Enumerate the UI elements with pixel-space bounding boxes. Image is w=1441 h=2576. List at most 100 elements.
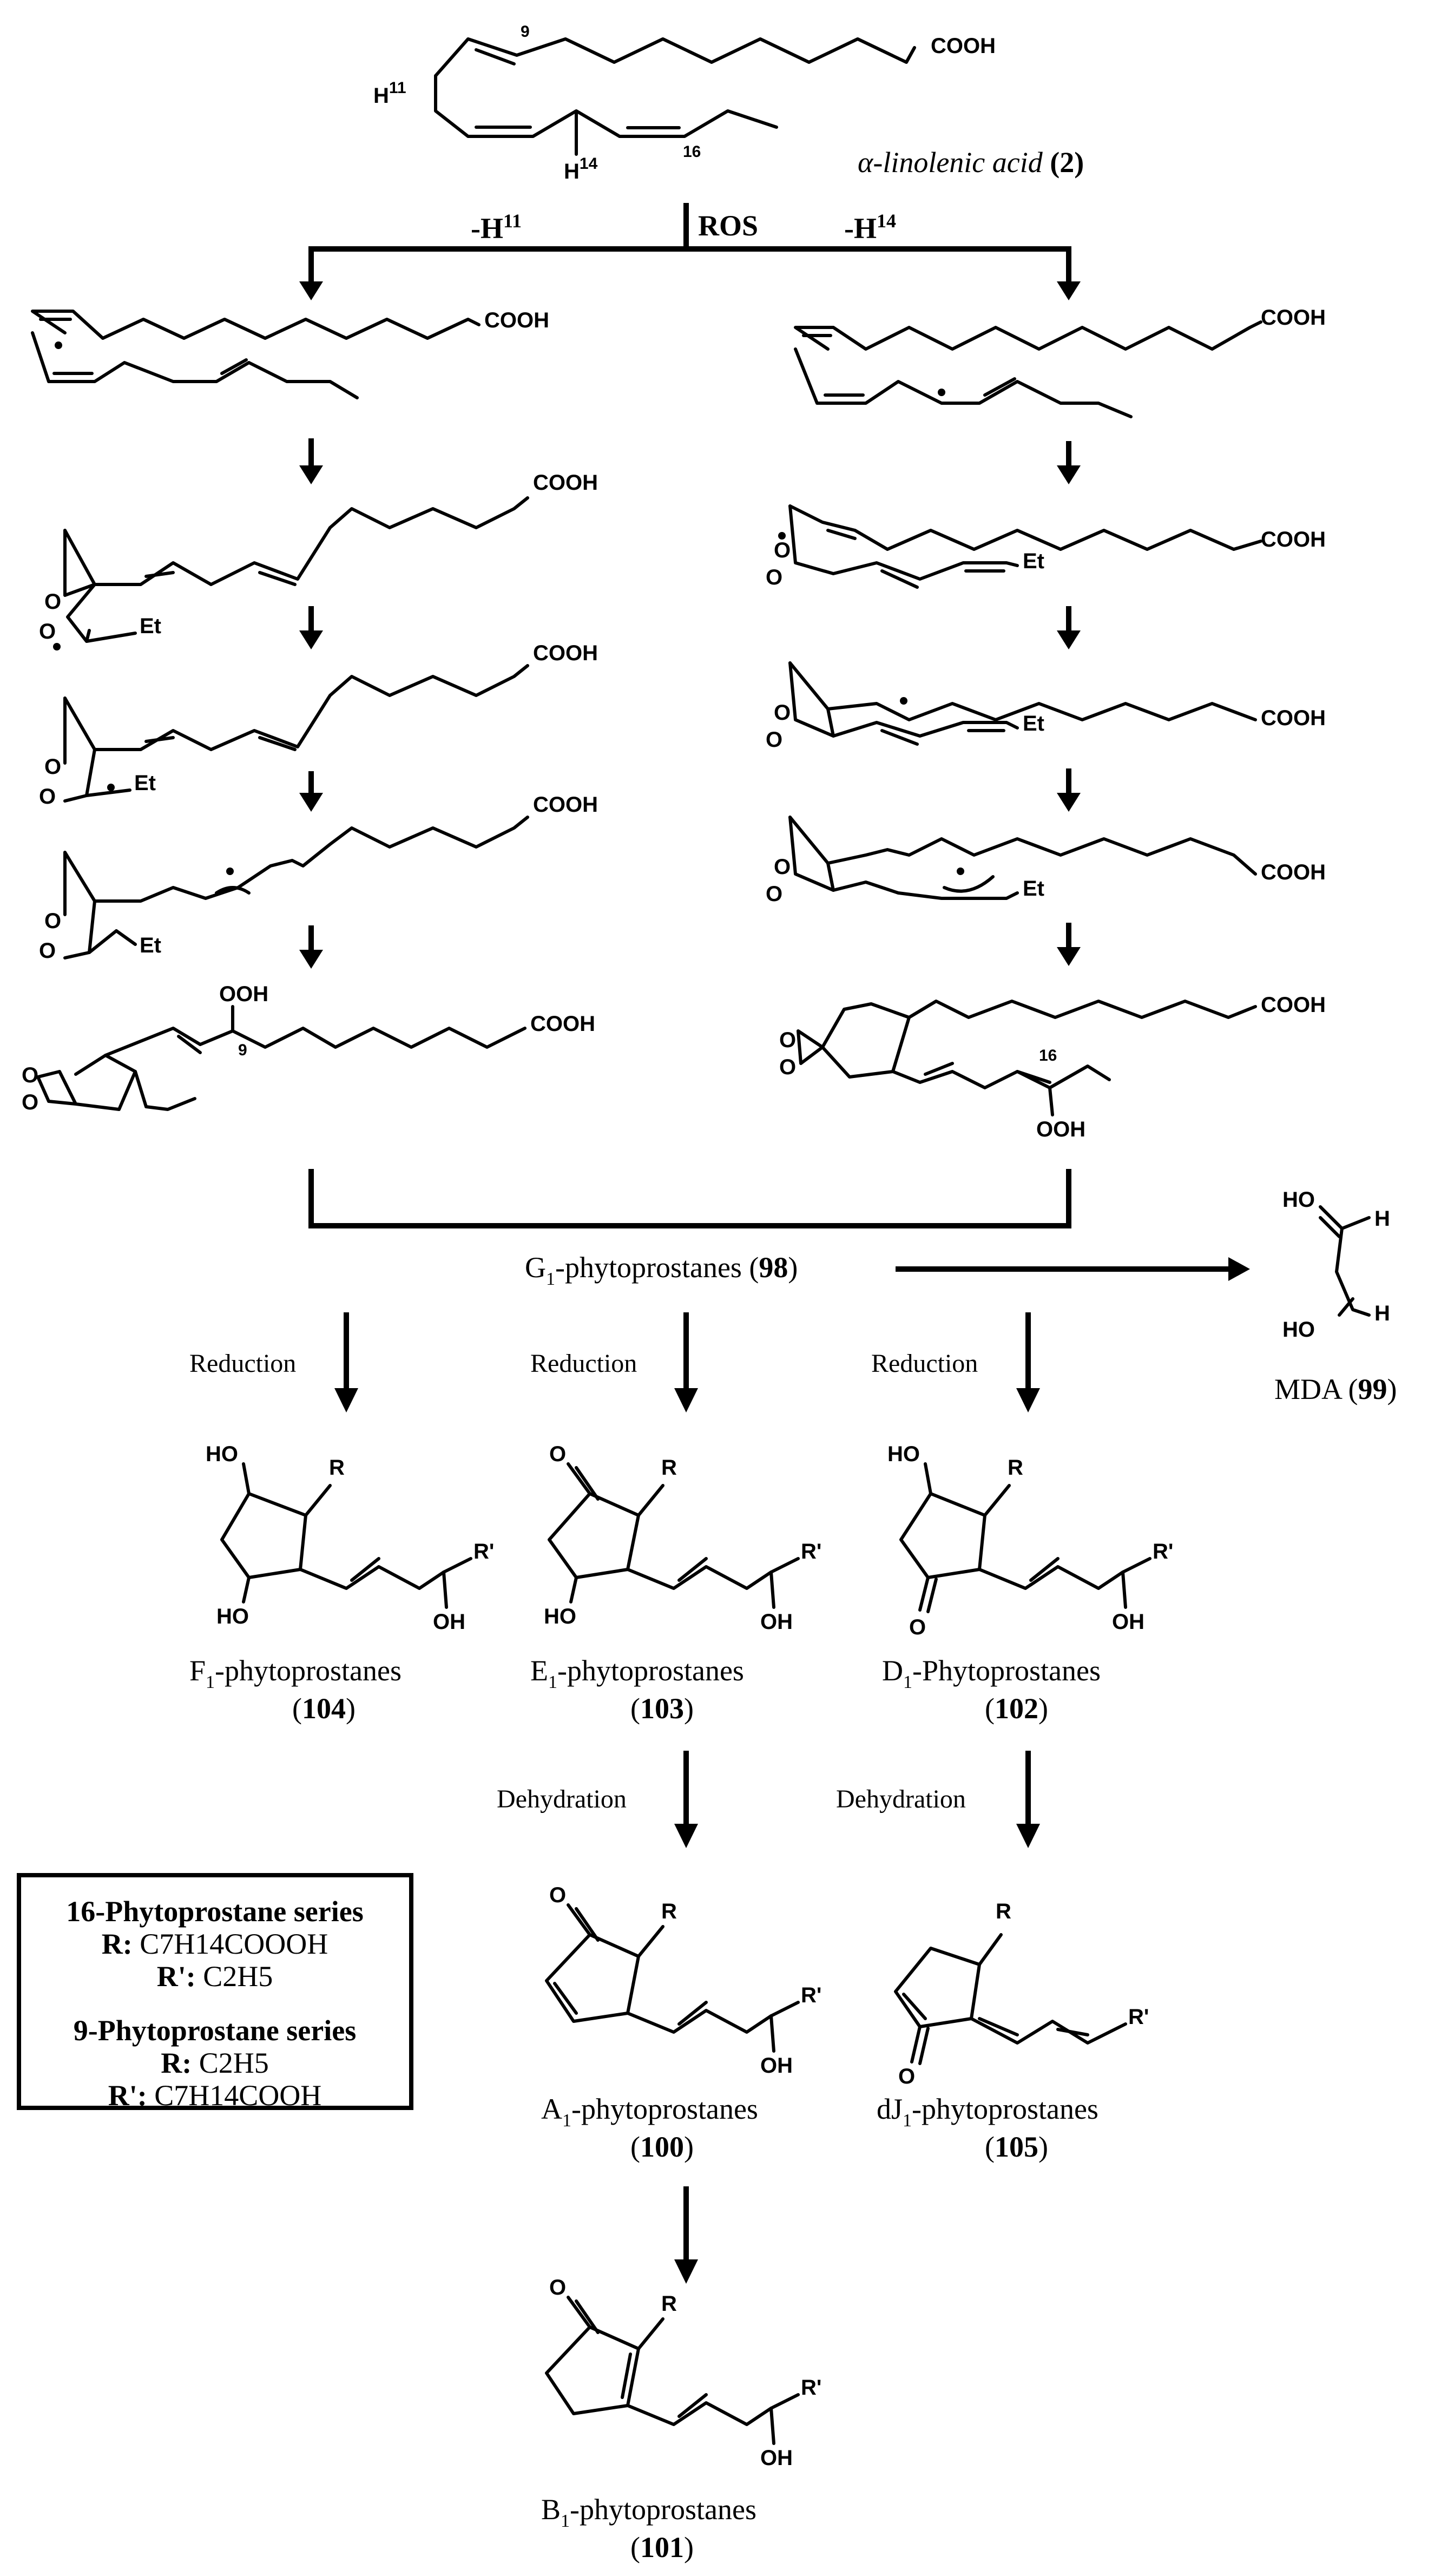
oh-label: OH [760, 1610, 793, 1634]
right-peroxyl-radical: COOH Et O O [766, 504, 1326, 589]
r-label: R [996, 1900, 1011, 1923]
r-label: R [661, 1900, 677, 1923]
a1-label: A1-phytoprostanes [541, 2093, 758, 2131]
r-prime-label: R' [1153, 1540, 1173, 1563]
reduction-label: Reduction [189, 1349, 296, 1378]
alpha-linolenic-acid-structure: COOH H11 H14 9 16 α-linolenic acid (2) [373, 23, 1084, 183]
et-label: Et [134, 771, 156, 795]
oxygen-label: O [549, 1442, 566, 1466]
oxygen-label: O [774, 538, 791, 562]
oh-label: OH [433, 1610, 465, 1634]
minus-h14-label: -H14 [844, 210, 896, 245]
b1-label: B1-phytoprostanes [541, 2493, 756, 2531]
ho-label: HO [206, 1442, 238, 1466]
ooh-label: OOH [219, 982, 268, 1006]
right-radical-1: COOH [794, 306, 1326, 418]
cooh-label: COOH [530, 1012, 595, 1036]
a1-phytoprostane-structure: O R R' OH [545, 1883, 821, 2078]
b1-number: (101) [630, 2531, 694, 2564]
dj1-number: (105) [985, 2131, 1048, 2163]
ooh-label: OOH [1036, 1118, 1085, 1141]
h11-label: H11 [373, 79, 406, 108]
et-label: Et [140, 934, 161, 957]
cooh-label: COOH [533, 641, 598, 665]
c16-label: 16 [1039, 1047, 1057, 1064]
oxygen-label: O [44, 755, 61, 779]
reduction-label: Reduction [871, 1349, 978, 1378]
oh-label: OH [760, 2054, 793, 2078]
oxygen-label: O [779, 1055, 796, 1079]
right-g1-hydroperoxide: 16 OOH COOH O O [779, 993, 1326, 1141]
oxygen-label: O [909, 1615, 926, 1639]
series9-r: R: C2H5 [161, 2047, 269, 2079]
oxygen-label: O [549, 2276, 566, 2299]
oxygen-label: O [898, 2065, 915, 2088]
dj1-label: dJ1-phytoprostanes [877, 2093, 1098, 2131]
mda-label: MDA (99) [1274, 1373, 1397, 1405]
e1-phytoprostane-structure: O HO R R' OH [544, 1442, 821, 1634]
right-cyclization-1: COOH Et O O [766, 661, 1326, 752]
d1-number: (102) [985, 1692, 1048, 1725]
cooh-label: COOH [1261, 528, 1326, 551]
oxygen-label: O [774, 701, 791, 725]
e1-number: (103) [630, 1692, 694, 1725]
left-g1-hydroperoxide: OOH 9 COOH O O [22, 982, 595, 1114]
cooh-label: COOH [1261, 993, 1326, 1017]
oxygen-label: O [44, 909, 61, 933]
dehydration-label: Dehydration [497, 1785, 627, 1813]
b1-phytoprostane-structure: O R R' OH [545, 2276, 821, 2470]
r-prime-label: R' [801, 1540, 821, 1563]
left-radical-1: COOH [31, 308, 549, 399]
a1-number: (100) [630, 2131, 694, 2163]
f1-label: F1-phytoprostanes [189, 1654, 402, 1692]
dj1-phytoprostane-structure: O R R' [894, 1900, 1149, 2088]
r-label: R [329, 1456, 345, 1480]
oxygen-label: O [766, 728, 782, 752]
series9-r-prime: R': C7H14COOH [108, 2079, 322, 2112]
oxygen-label: O [39, 620, 56, 643]
cooh-label: COOH [1261, 860, 1326, 884]
reduction-label: Reduction [530, 1349, 637, 1378]
phytoprostane-series-legend: 16-Phytoprostane series R: C7H14COOOH R'… [17, 1873, 413, 2112]
e1-label: E1-phytoprostanes [530, 1654, 744, 1692]
r-prime-label: R' [473, 1540, 494, 1563]
r-label: R [661, 2292, 677, 2316]
cooh-label: COOH [533, 793, 598, 817]
right-cyclization-2: COOH Et O O [766, 816, 1326, 906]
h-label: H [1374, 1207, 1390, 1231]
series9-title: 9-Phytoprostane series [74, 2014, 356, 2047]
et-label: Et [1023, 549, 1044, 573]
d1-label: D1-Phytoprostanes [882, 1654, 1101, 1692]
oh-label: OH [1112, 1610, 1144, 1634]
cooh-label: COOH [533, 471, 598, 495]
ros-label: ROS [698, 209, 758, 242]
alpha-linolenic-acid-label: α-linolenic acid (2) [858, 146, 1084, 179]
oxygen-label: O [766, 882, 782, 906]
g1-phytoprostanes-label: G1-phytoprostanes (98) [525, 1251, 798, 1289]
ho-label: HO [216, 1605, 249, 1628]
dehydration-label: Dehydration [836, 1785, 966, 1813]
et-label: Et [1023, 877, 1044, 901]
ho-label: HO [544, 1605, 576, 1628]
et-label: Et [1023, 712, 1044, 735]
left-cyclization-2: COOH Et O O [39, 793, 598, 963]
r-prime-label: R' [801, 1983, 821, 2007]
ho-label: HO [887, 1442, 920, 1466]
mda-structure: HO H HO H [1282, 1188, 1390, 1342]
oxygen-label: O [39, 785, 56, 809]
oxygen-label: O [44, 590, 61, 614]
cooh-label: COOH [931, 34, 996, 58]
f1-number: (104) [292, 1692, 356, 1725]
cooh-label: COOH [484, 308, 549, 332]
series16-r-prime: R': C2H5 [157, 1960, 273, 1993]
cooh-label: COOH [1261, 306, 1326, 330]
oh-label: OH [760, 2446, 793, 2470]
minus-h11-label: -H11 [471, 210, 522, 245]
r-prime-label: R' [1128, 2005, 1149, 2029]
oxygen-label: O [779, 1028, 796, 1052]
d1-phytoprostane-structure: HO O R R' OH [887, 1442, 1173, 1639]
r-label: R [661, 1456, 677, 1480]
ros-branch: ROS -H11 -H14 [299, 203, 1081, 300]
cooh-label: COOH [1261, 706, 1326, 730]
